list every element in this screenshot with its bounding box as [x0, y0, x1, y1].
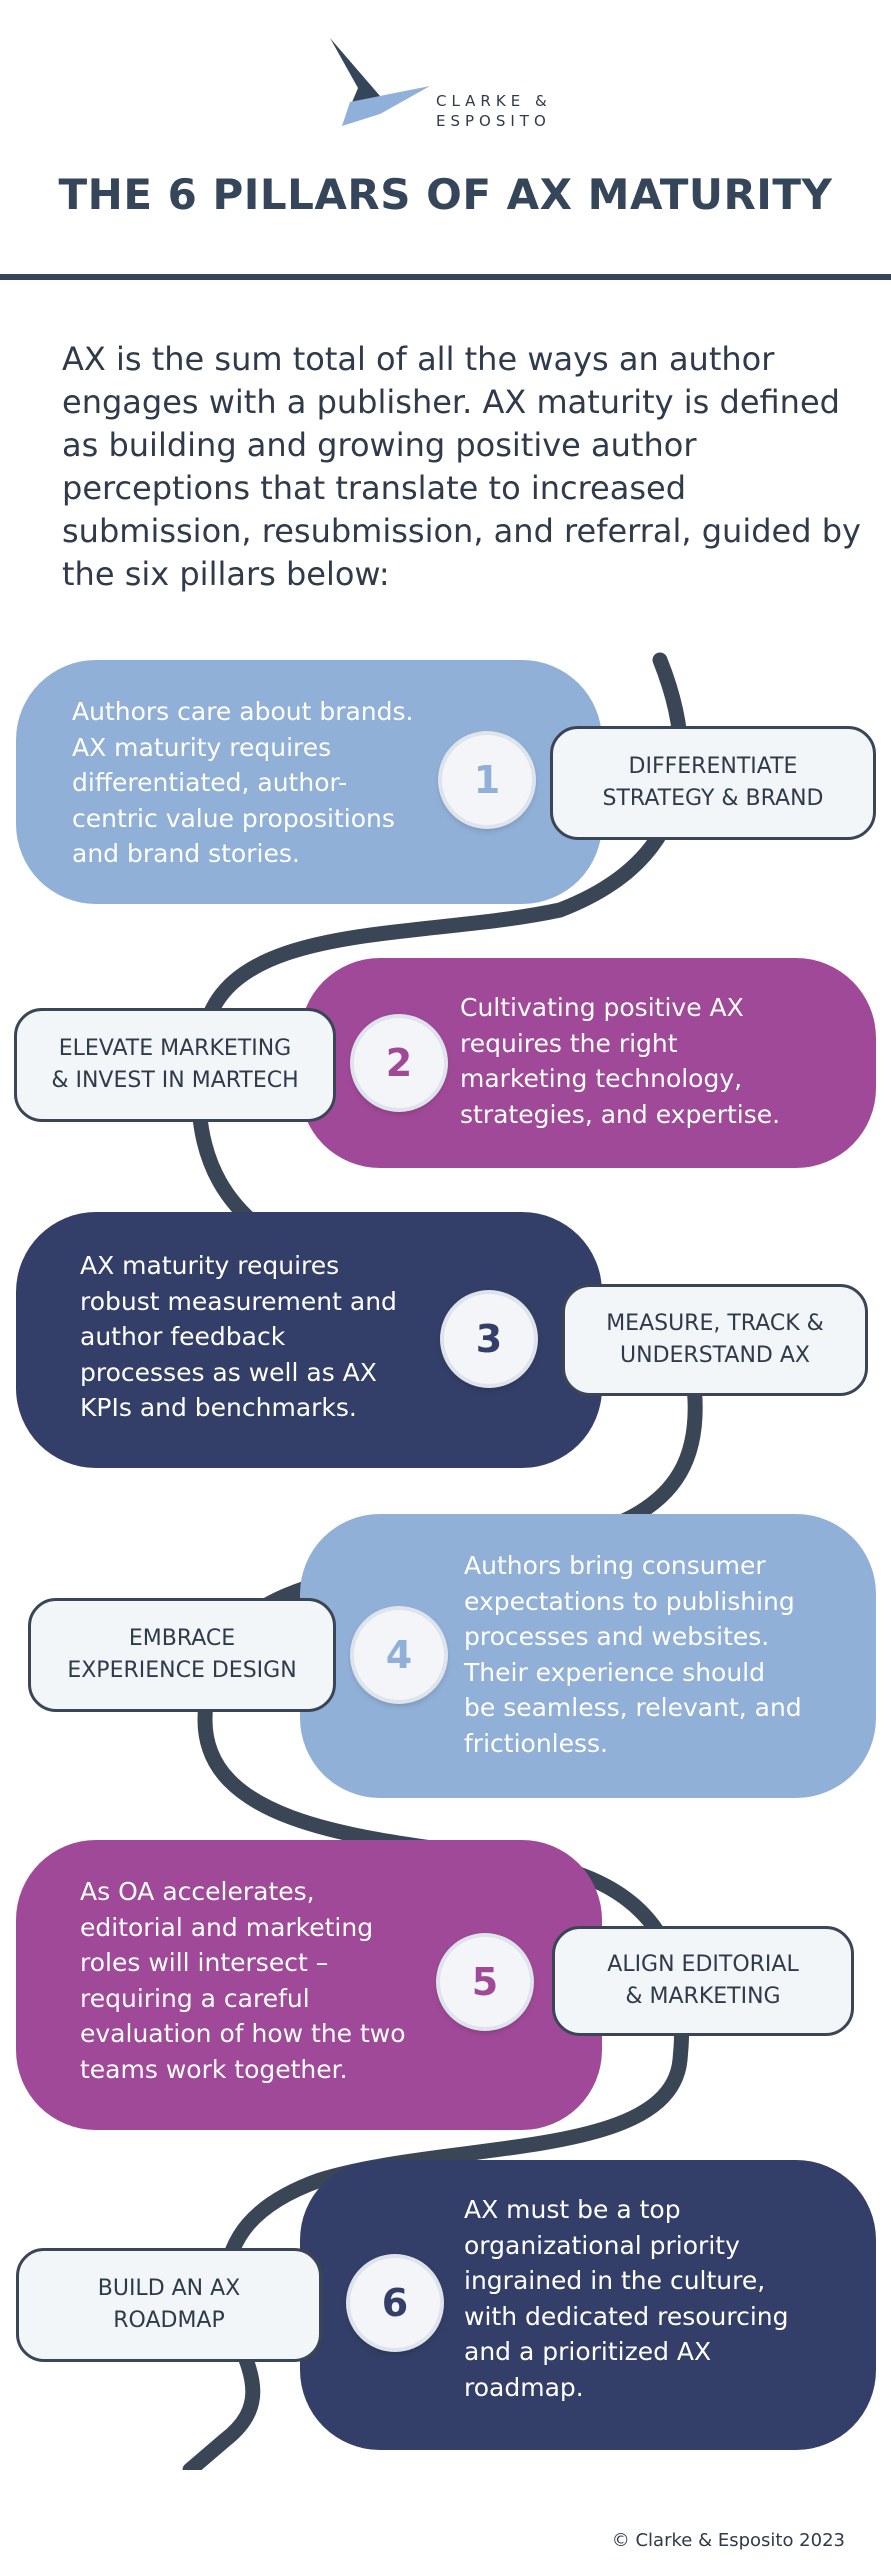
- label-line: BUILD AN AX: [97, 2276, 241, 2301]
- pillar-text-line: Authors care about brands.: [72, 697, 414, 726]
- label-line: ALIGN EDITORIAL: [607, 1952, 799, 1977]
- pillar-text-line: differentiated, author-: [72, 768, 348, 797]
- page-title: THE 6 PILLARS OF AX MATURITY: [58, 170, 833, 219]
- label-line: UNDERSTAND AX: [620, 1343, 810, 1368]
- pillar-text-line: centric value propositions: [72, 803, 395, 833]
- pillar-text-line: and a prioritized AX: [464, 2337, 712, 2366]
- pillar-2-description: Cultivating positive AX requires the rig…: [300, 958, 876, 1168]
- pillar-text-line: be seamless, relevant, and: [464, 1693, 802, 1722]
- pillar-text-line: organizational priority: [464, 2230, 740, 2260]
- pillar-text-line: marketing technology,: [460, 1064, 743, 1093]
- pillar-text-line: AX must be a top: [464, 2195, 681, 2224]
- copyright-footer: © Clarke & Esposito 2023: [611, 2530, 845, 2551]
- pillar-5-number: 5: [440, 1937, 530, 2027]
- pillar-4-number: 4: [354, 1610, 444, 1700]
- intro-paragraph: AX is the sum total of all the ways an a…: [62, 340, 861, 593]
- label-line: EMBRACE: [128, 1626, 236, 1651]
- pillar-text-line: roadmap.: [464, 2372, 584, 2402]
- label-line: STRATEGY & BRAND: [602, 786, 824, 811]
- label-line: MEASURE, TRACK &: [606, 1311, 824, 1336]
- pillar-text-line: robust measurement and: [80, 1286, 397, 1316]
- pillar-text-line: expectations to publishing: [464, 1586, 795, 1616]
- pillar-3-label: MEASURE, TRACK & UNDERSTAND AX: [562, 1284, 868, 1396]
- bird-icon: [330, 38, 430, 126]
- pillar-text-line: evaluation of how the two: [80, 2019, 406, 2048]
- pillar-text-line: KPIs and benchmarks.: [80, 1393, 357, 1422]
- pillar-2-number: 2: [354, 1018, 444, 1108]
- pillar-text-line: processes and websites.: [464, 1622, 770, 1651]
- pillar-1-description: Authors care about brands. AX maturity r…: [16, 660, 602, 904]
- pillar-text-line: AX maturity requires: [72, 732, 332, 762]
- pillar-text-line: strategies, and expertise.: [460, 1099, 781, 1129]
- pillar-text-line: Cultivating positive AX: [460, 993, 744, 1022]
- title-divider: [0, 274, 891, 280]
- pillar-4-label: EMBRACE EXPERIENCE DESIGN: [28, 1598, 336, 1712]
- pillar-text-line: AX maturity requires: [80, 1251, 340, 1280]
- pillar-text-line: requiring a careful: [80, 1983, 310, 2013]
- logo-text-line1: CLARKE &: [436, 92, 552, 110]
- pillar-text-line: ingrained in the culture,: [464, 2266, 766, 2295]
- brand-logo: CLARKE & ESPOSITO: [320, 36, 580, 136]
- pillar-1-number: 1: [442, 735, 532, 825]
- pillar-text-line: author feedback: [80, 1322, 286, 1351]
- pillar-5-label: ALIGN EDITORIAL & MARKETING: [552, 1926, 854, 2036]
- label-line: ROADMAP: [113, 2308, 225, 2333]
- pillar-text-line: processes as well as AX: [80, 1357, 377, 1387]
- pillar-text-line: editorial and marketing: [80, 1912, 374, 1942]
- pillar-6-number: 6: [350, 2258, 440, 2348]
- pillar-1-label: DIFFERENTIATE STRATEGY & BRAND: [550, 726, 876, 840]
- pillar-2-label: ELEVATE MARKETING & INVEST IN MARTECH: [14, 1008, 336, 1122]
- label-line: & INVEST IN MARTECH: [51, 1068, 299, 1093]
- pillar-text-line: with dedicated resourcing: [464, 2301, 789, 2331]
- pillar-3-number: 3: [444, 1294, 534, 1384]
- pillar-text-line: and brand stories.: [72, 839, 300, 868]
- logo-text-line2: ESPOSITO: [436, 112, 551, 130]
- label-line: EXPERIENCE DESIGN: [67, 1658, 297, 1683]
- pillar-text-line: Their experience should: [464, 1657, 766, 1687]
- pillar-text-line: teams work together.: [80, 2054, 348, 2084]
- pillar-text-line: frictionless.: [464, 1728, 608, 1758]
- pillar-text-line: As OA accelerates,: [80, 1877, 315, 1906]
- pillar-text-line: requires the right: [460, 1028, 678, 1058]
- pillar-6-label: BUILD AN AX ROADMAP: [16, 2248, 322, 2362]
- label-line: DIFFERENTIATE: [628, 754, 798, 779]
- label-line: & MARKETING: [625, 1984, 781, 2009]
- pillar-text-line: roles will intersect –: [80, 1948, 329, 1977]
- label-line: ELEVATE MARKETING: [58, 1036, 292, 1061]
- pillar-text-line: Authors bring consumer: [464, 1551, 766, 1580]
